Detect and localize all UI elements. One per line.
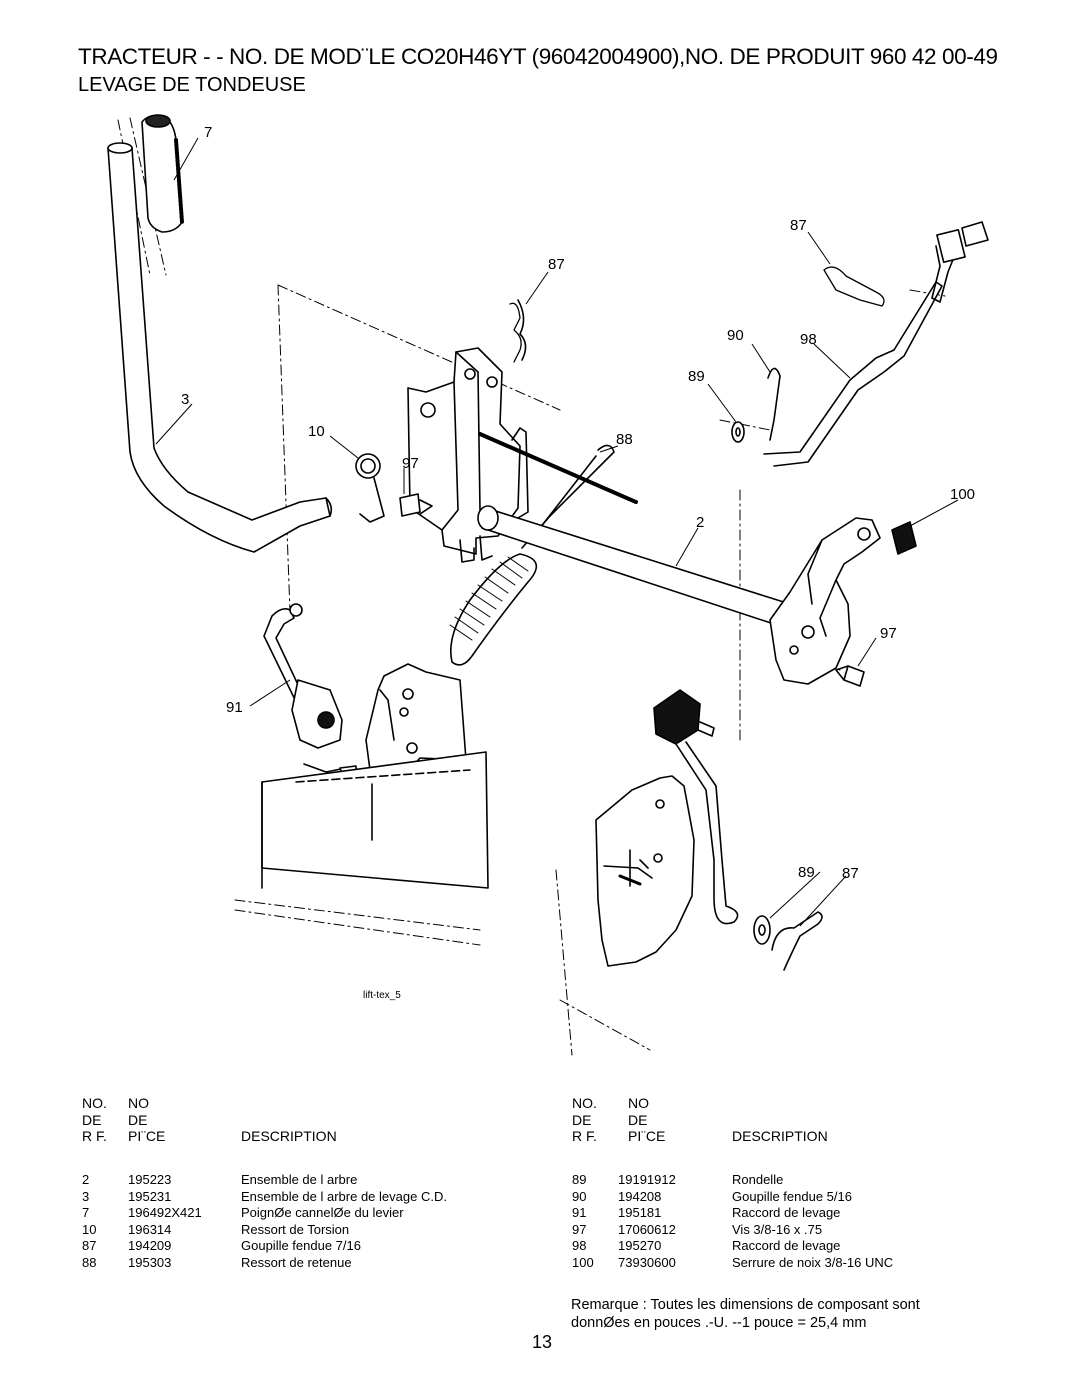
callout-89: 89 <box>798 864 815 881</box>
callout-7: 7 <box>204 124 212 141</box>
part-description: Serrure de noix 3/8-16 UNC <box>732 1254 894 1270</box>
part-number: 195181 <box>618 1205 662 1220</box>
part-description: Rondelle <box>732 1172 784 1187</box>
ref-number: 2 <box>82 1172 90 1187</box>
callout-88: 88 <box>616 431 633 448</box>
ref-number: 97 <box>572 1221 587 1237</box>
ref-number: 10 <box>82 1221 97 1237</box>
part-description: Vis 3/8-16 x .75 <box>732 1221 823 1237</box>
part-description: Ensemble de l arbre de levage C.D. <box>241 1188 447 1204</box>
part-number: 17060612 <box>618 1221 676 1237</box>
callout-3: 3 <box>181 391 189 408</box>
ref-number: 88 <box>82 1254 97 1270</box>
section-title: LEVAGE DE TONDEUSE <box>78 74 306 96</box>
part-header: NO DE PI¨CE <box>128 1095 166 1144</box>
part-number: 195303 <box>128 1254 172 1270</box>
part-description: Raccord de levage <box>732 1238 841 1253</box>
ref-number: 90 <box>572 1188 587 1204</box>
ref-number: 98 <box>572 1238 587 1253</box>
part-description: Ensemble de l arbre <box>241 1172 358 1187</box>
part-number: 195270 <box>618 1238 662 1253</box>
part-number: 194208 <box>618 1188 662 1204</box>
callout-87: 87 <box>842 865 859 882</box>
part-number: 196314 <box>128 1221 172 1237</box>
part-number: 195223 <box>128 1172 172 1187</box>
part-description: PoignØe cannelØe du levier <box>241 1205 404 1220</box>
parts-diagram: 7 87 87 3 90 98 89 10 88 97 100 2 97 91 89 87 lift-tex_… <box>107 114 989 1056</box>
part-description: Raccord de levage <box>732 1205 841 1220</box>
part-description: Ressort de Torsion <box>241 1221 350 1237</box>
callout-98: 98 <box>800 331 817 348</box>
ref-number: 87 <box>82 1238 97 1253</box>
part-header: NO DE PI¨CE <box>628 1095 666 1144</box>
ref-number: 100 <box>572 1254 594 1270</box>
part-number: 194209 <box>128 1238 172 1253</box>
ref-number: 91 <box>572 1205 587 1220</box>
callout-87: 87 <box>790 217 807 234</box>
part-number: 19191912 <box>618 1172 676 1187</box>
callout-90: 90 <box>727 327 744 344</box>
dimension-note: Remarque : Toutes les dimensions de comp… <box>571 1297 920 1331</box>
ref-number: 7 <box>82 1205 90 1220</box>
ref-header: NO. DE R F. <box>572 1095 597 1144</box>
part-description: Goupille fendue 7/16 <box>241 1238 361 1253</box>
callout-89: 89 <box>688 368 705 385</box>
page-title: TRACTEUR - - NO. DE MOD¨LE CO20H46YT (96… <box>78 44 998 69</box>
part-description: Goupille fendue 5/16 <box>732 1188 852 1204</box>
callout-2: 2 <box>696 514 704 531</box>
ref-number: 89 <box>572 1172 587 1187</box>
part-description: Ressort de retenue <box>241 1254 352 1270</box>
callout-87: 87 <box>548 256 565 273</box>
description-header: DESCRIPTION <box>732 1128 828 1144</box>
callout-91: 91 <box>226 699 243 716</box>
part-number: 73930600 <box>618 1254 676 1270</box>
callout-100: 100 <box>950 486 975 503</box>
description-header: DESCRIPTION <box>241 1128 337 1144</box>
diagram-caption: lift-tex_5 <box>363 990 401 1001</box>
part-number: 196492X421 <box>128 1205 202 1220</box>
ref-number: 3 <box>82 1188 90 1204</box>
callout-97: 97 <box>880 625 897 642</box>
ref-header: NO. DE R F. <box>82 1095 107 1144</box>
callout-10: 10 <box>308 423 325 440</box>
callout-97: 97 <box>402 455 419 472</box>
page-number: 13 <box>532 1332 553 1352</box>
part-number: 195231 <box>128 1188 172 1204</box>
